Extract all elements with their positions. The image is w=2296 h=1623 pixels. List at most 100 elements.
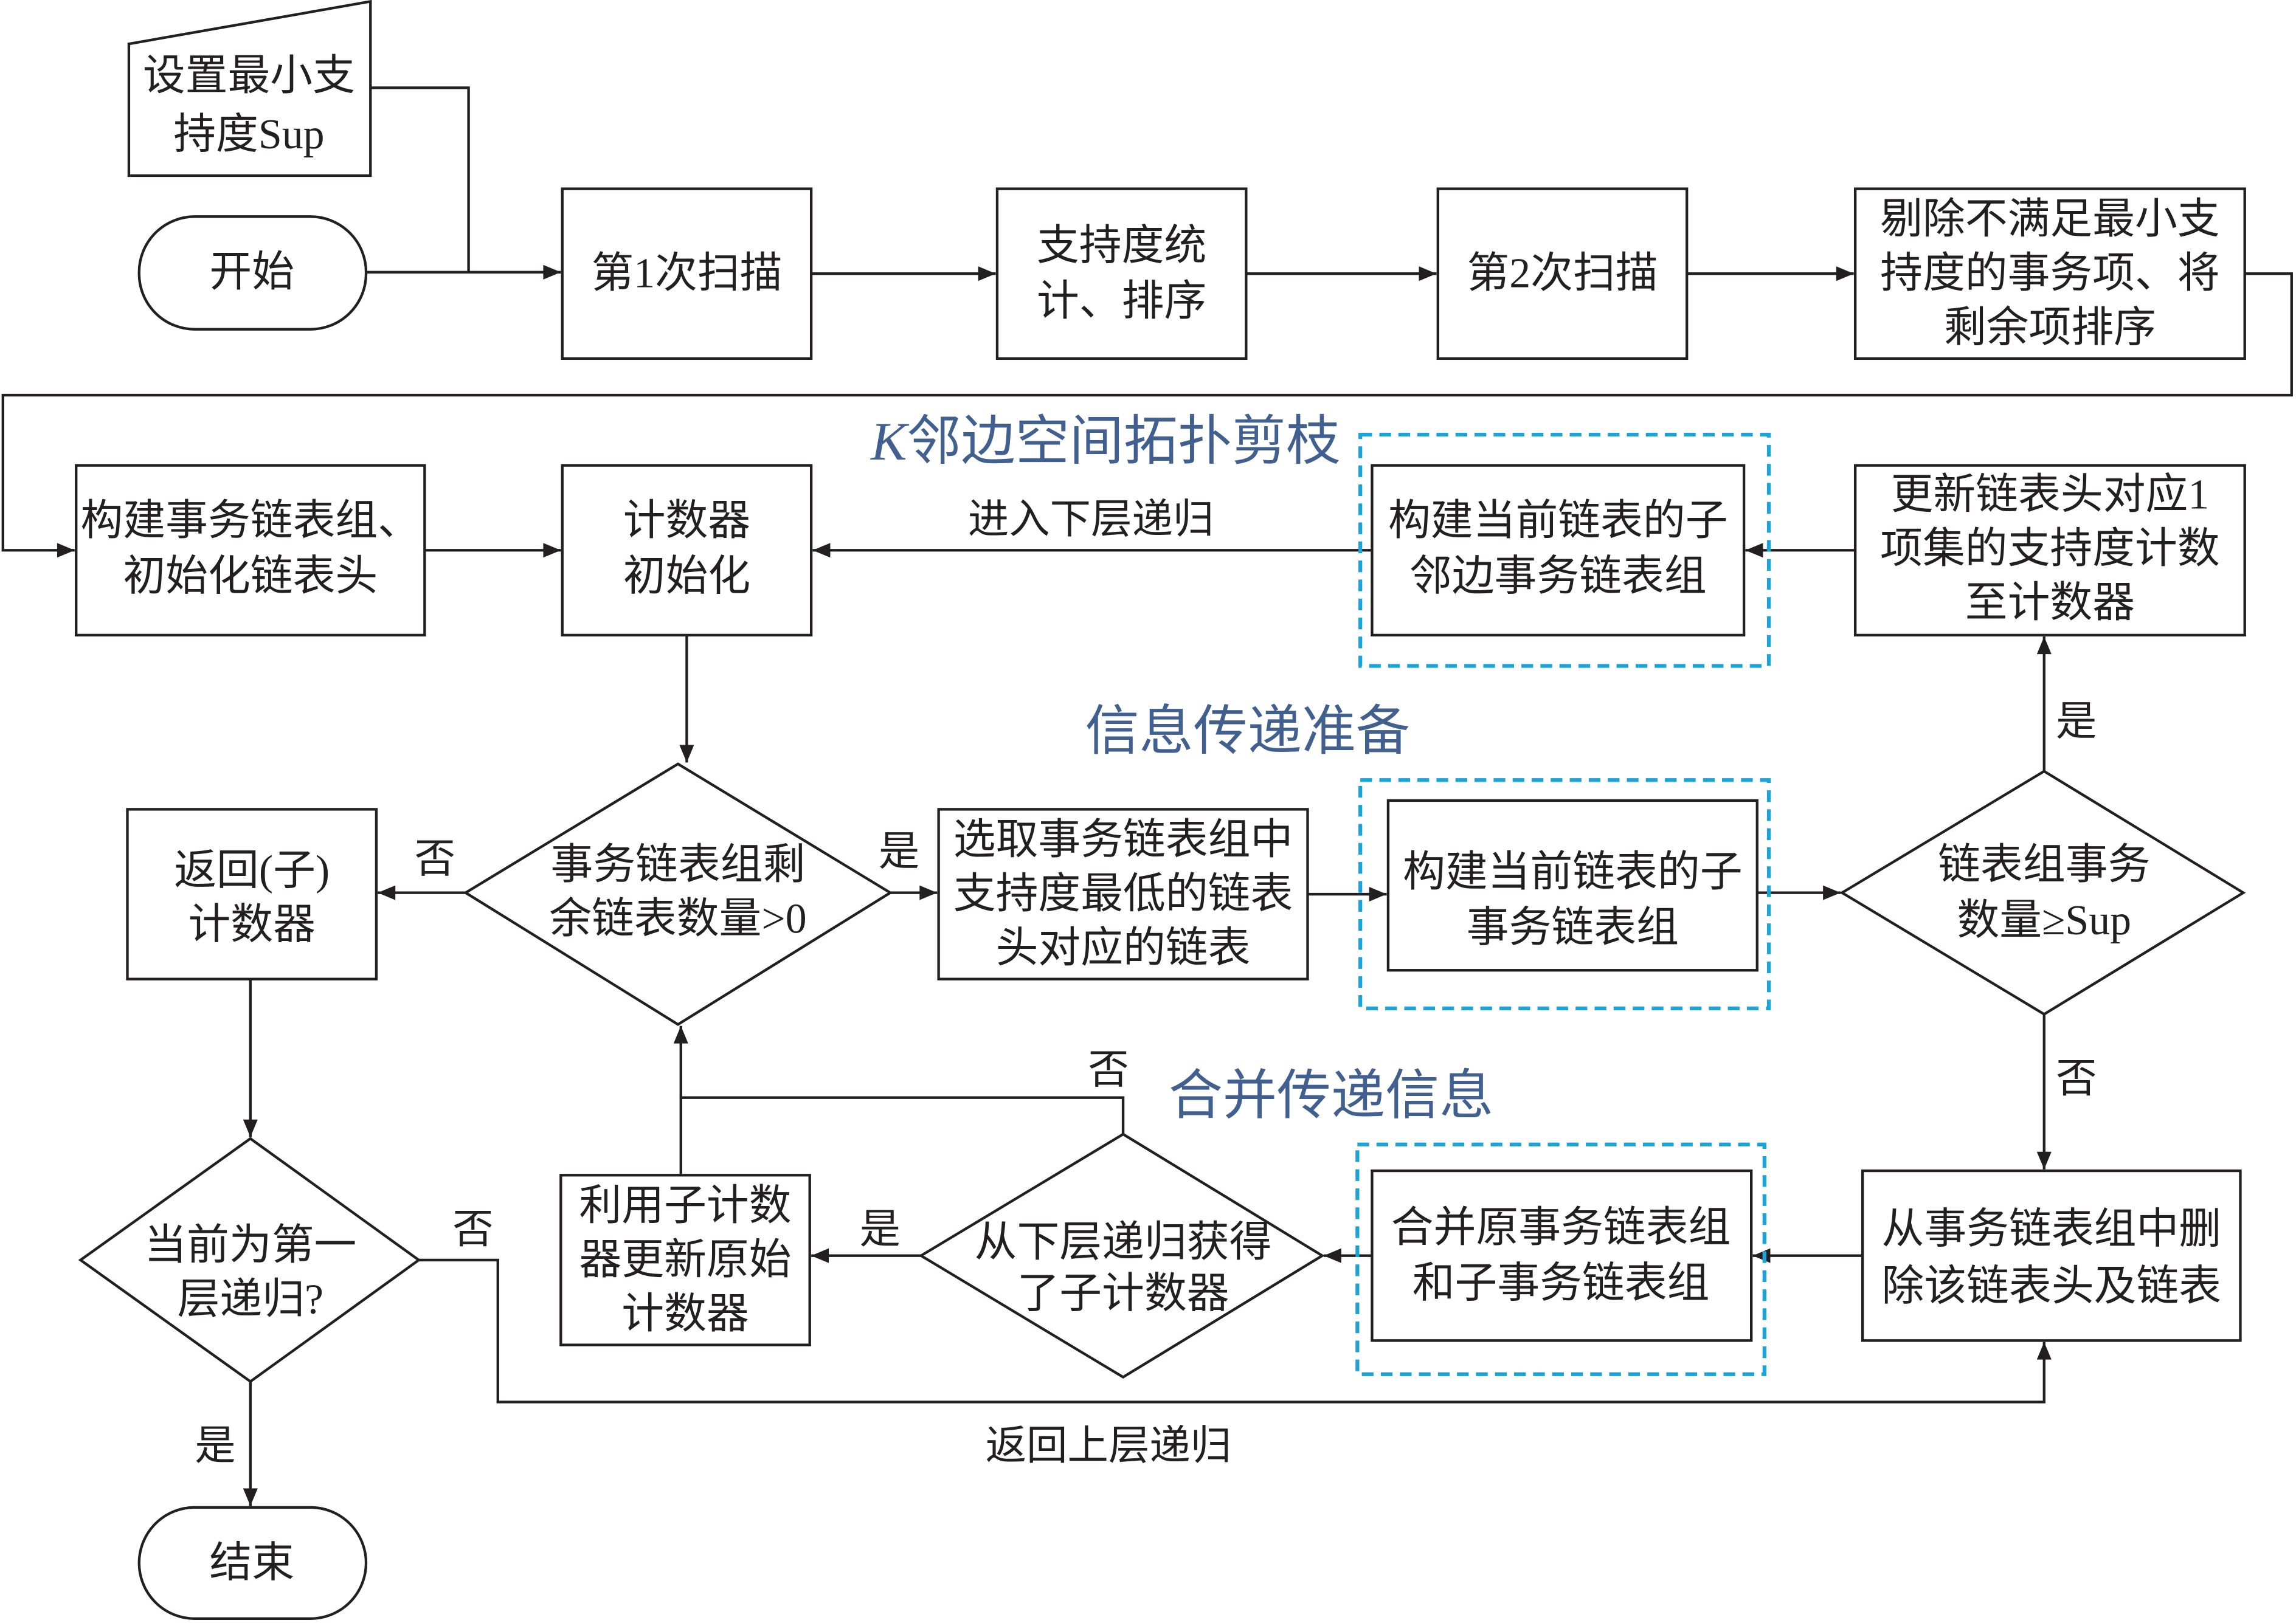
select-lowest-support-process: 选取事务链表组中 支持度最低的链表 头对应的链表 <box>937 808 1309 980</box>
process-box <box>1853 187 2246 360</box>
node-text-line: 第1次扫描 <box>591 250 782 297</box>
node-text-line: 项集的支持度计数 <box>1880 525 2220 572</box>
node-text-line: 构建当前链表的子 <box>1403 849 1743 895</box>
scan-2-process: 第2次扫描 <box>1436 187 1689 360</box>
node-text-line: 构建事务链表组、 <box>81 498 421 545</box>
init-counter-process: 计数器 初始化 <box>561 464 813 637</box>
set-min-support-input: 设置最小支 持度Sup <box>127 0 372 177</box>
node-text-line: 计数器 <box>623 498 750 545</box>
process-box <box>559 1174 811 1346</box>
manual-input-shape <box>127 0 372 177</box>
node-text-line: 邻边事务链表组 <box>1409 553 1707 600</box>
process-box <box>1853 464 2246 637</box>
process-box <box>75 464 426 637</box>
node-text-line: 从事务链表组中删 <box>1882 1206 2222 1253</box>
node-text-line: 头对应的链表 <box>996 925 1251 972</box>
remaining-lists-decision: 事务链表组剩 余链表数量>0 <box>463 762 893 1026</box>
node-text-line: 数量≥Sup <box>1957 897 2131 944</box>
process-box <box>1861 1169 2242 1342</box>
node-text-line: 支持度统 <box>1037 222 1206 269</box>
node-text-line: 返回(子) <box>174 847 330 894</box>
node-text-line: 和子事务链表组 <box>1413 1260 1710 1307</box>
node-text-line: 合并原事务链表组 <box>1391 1204 1731 1251</box>
decision-diamond <box>918 1132 1325 1379</box>
section-title-prepare: 信息传递准备 <box>1085 702 1410 762</box>
node-text-line: 利用子计数 <box>579 1182 791 1229</box>
node-text-line: 结束 <box>209 1540 294 1587</box>
node-text-line: 计数器 <box>188 901 315 948</box>
update-header-support-process: 更新链表头对应1 项集的支持度计数 至计数器 <box>1853 464 2246 637</box>
terminal-shape <box>137 215 368 331</box>
node-text-line: 当前为第一 <box>144 1222 356 1269</box>
merge-lists-process: 合并原事务链表组 和子事务链表组 <box>1371 1169 1753 1342</box>
process-box <box>937 808 1309 980</box>
sub-counter-decision: 从下层递归获得 了子计数器 <box>918 1132 1325 1379</box>
node-text-line: 层递归? <box>178 1276 323 1323</box>
process-box <box>561 187 813 360</box>
node-text-line: 支持度最低的链表 <box>953 871 1293 918</box>
end-terminal: 结束 <box>137 1506 368 1620</box>
edge-label-first-level-no: 否 <box>452 1207 493 1252</box>
process-box <box>561 464 813 637</box>
support-count-sort-process: 支持度统 计、排序 <box>995 187 1248 360</box>
first-level-decision: 当前为第一 层递归? <box>78 1137 421 1384</box>
scan-1-process: 第1次扫描 <box>561 187 813 360</box>
node-text-line: 开始 <box>209 249 294 295</box>
edge-label-remaining-yes: 是 <box>879 829 919 875</box>
edge-remove-infrequent-to-build-lists <box>1 272 2293 558</box>
node-text-line: 初始化链表头 <box>123 553 378 600</box>
node-text-line: 设置最小支 <box>143 53 355 100</box>
node-text-line: 从下层递归获得 <box>975 1219 1272 1266</box>
node-text-line: 计数器 <box>621 1291 749 1338</box>
merge-dashed-group <box>1355 1142 1766 1376</box>
pruning-dashed-group <box>1358 432 1771 668</box>
node-text-line: 事务链表组 <box>1467 905 1679 951</box>
section-title-italic-k: K <box>870 412 910 472</box>
node-text-line: 初始化 <box>623 553 750 600</box>
decision-diamond <box>78 1137 421 1384</box>
node-text-line: 构建当前链表的子 <box>1388 498 1728 545</box>
edges <box>1 86 2293 1506</box>
process-box <box>1371 464 1746 637</box>
edge-first-level-no-return-upper <box>418 1258 2052 1404</box>
process-box <box>126 808 378 980</box>
edge-label-first-level-yes: 是 <box>195 1423 235 1469</box>
process-box <box>1386 799 1758 972</box>
node-text-line: 至计数器 <box>1965 579 2135 626</box>
decision-diamond <box>1839 770 2246 1016</box>
edge-label-threshold-yes: 是 <box>2056 698 2097 744</box>
build-sub-transaction-lists-process: 构建当前链表的子 事务链表组 <box>1386 799 1758 972</box>
edge-label-remaining-no: 否 <box>415 836 455 882</box>
node-text-line: 持度的事务项、将 <box>1880 250 2220 297</box>
node-text-line: 持度Sup <box>173 111 324 158</box>
node-text-line: 余链表数量>0 <box>549 895 806 942</box>
decision-diamond <box>463 762 893 1026</box>
delete-header-process: 从事务链表组中删 除该链表头及链表 <box>1861 1169 2242 1342</box>
edge-label-return-upper-recursion: 返回上层递归 <box>986 1423 1231 1469</box>
build-transaction-lists-process: 构建事务链表组、 初始化链表头 <box>75 464 426 637</box>
edge-label-sub-counter-yes: 是 <box>860 1207 901 1252</box>
process-box <box>995 187 1248 360</box>
edge-label-enter-lower-recursion: 进入下层递归 <box>968 497 1214 542</box>
section-title-pruning: K邻边空间拓扑剪枝 <box>870 412 1340 472</box>
node-text-line: 更新链表头对应1 <box>1891 471 2210 518</box>
node-text-line: 除该链表头及链表 <box>1882 1263 2222 1310</box>
node-text-line: 器更新原始 <box>579 1236 791 1283</box>
node-text-line: 选取事务链表组中 <box>953 816 1293 863</box>
section-title-pruning-text: 邻边空间拓扑剪枝 <box>907 412 1341 472</box>
edge-min-support-to-scan1 <box>370 86 470 272</box>
node-text-line: 了子计数器 <box>1017 1270 1229 1317</box>
support-threshold-decision: 链表组事务 数量≥Sup <box>1839 770 2246 1016</box>
edge-label-sub-counter-no: 否 <box>1088 1047 1129 1092</box>
build-neighbor-sublists-process: 构建当前链表的子 邻边事务链表组 <box>1371 464 1746 637</box>
update-original-counter-process: 利用子计数 器更新原始 计数器 <box>559 1174 811 1346</box>
node-text-line: 剔除不满足最小支 <box>1880 196 2220 243</box>
node-text-line: 剩余项排序 <box>1944 305 2156 351</box>
edge-label-threshold-no: 否 <box>2056 1056 2097 1101</box>
node-text-line: 链表组事务 <box>1938 841 2150 888</box>
start-terminal: 开始 <box>137 215 368 331</box>
process-box <box>1371 1169 1753 1342</box>
section-title-merge: 合并传递信息 <box>1169 1066 1494 1126</box>
node-text-line: 第2次扫描 <box>1467 250 1658 297</box>
